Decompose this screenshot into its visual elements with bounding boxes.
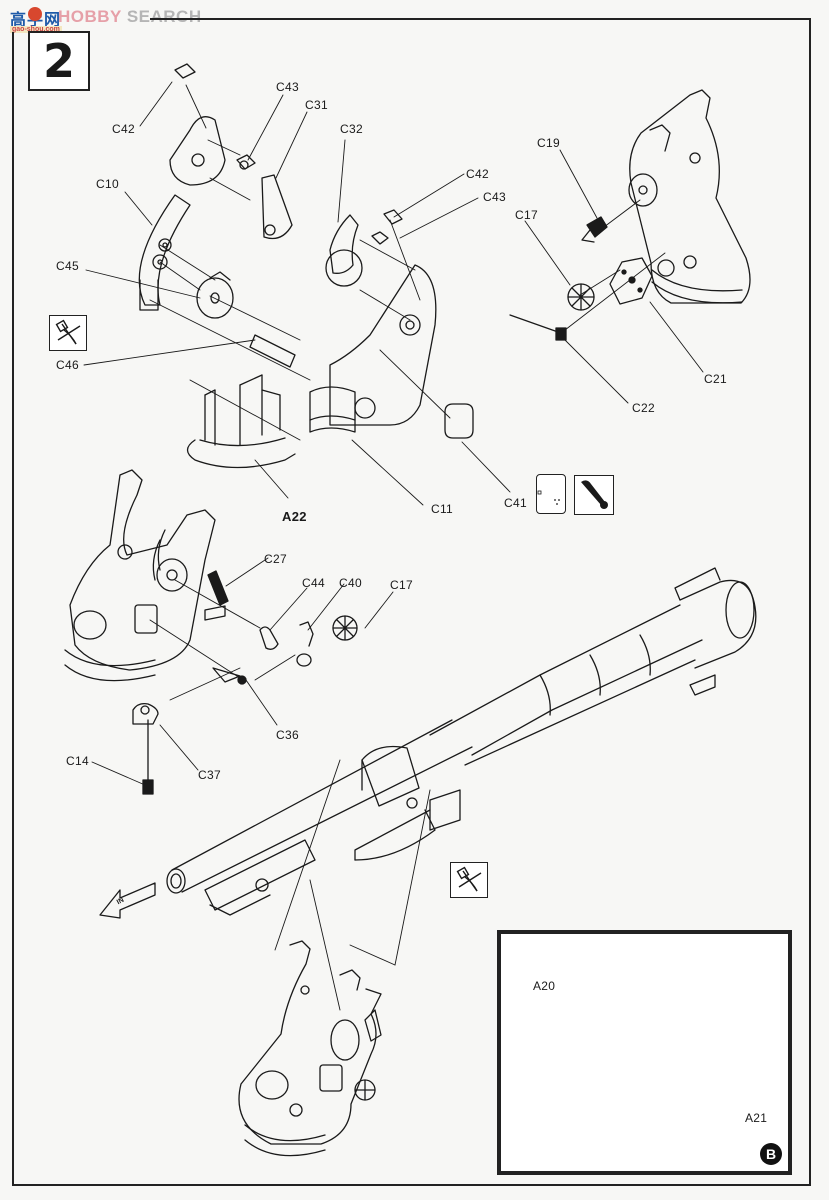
label-c22: C22 — [632, 401, 655, 415]
label-c45: C45 — [56, 259, 79, 273]
frame-top — [150, 18, 811, 20]
label-c17-mid: C17 — [390, 578, 413, 592]
label-c31: C31 — [305, 98, 328, 112]
label-c27: C27 — [264, 552, 287, 566]
assembled-mount-bottom — [238, 940, 382, 1157]
label-c14: C14 — [66, 754, 89, 768]
leader-lines — [83, 81, 704, 791]
label-c17-top: C17 — [515, 208, 538, 222]
inset-panel-b: A20 A21 B — [497, 930, 792, 1175]
frame-left — [12, 32, 14, 1186]
step-number: 2 — [42, 34, 75, 88]
assembly-guide-lines — [274, 759, 431, 1011]
label-c11: C11 — [431, 502, 454, 516]
label-a20: A20 — [533, 979, 556, 993]
label-a22: A22 — [282, 509, 307, 524]
label-c41: C41 — [504, 496, 527, 510]
traverse-parts — [132, 570, 358, 795]
label-c43-mid: C43 — [483, 190, 506, 204]
label-c21: C21 — [704, 372, 727, 386]
watermark-url: gao-shou.com — [10, 26, 62, 33]
c41-shape-icon — [536, 474, 566, 514]
step-number-box: 2 — [28, 31, 90, 91]
label-c43-top: C43 — [276, 80, 299, 94]
no-glue-icon — [49, 315, 87, 351]
watermark-english: HOBBY SEARCH — [58, 7, 202, 27]
assembled-yoke-mid-left — [64, 469, 216, 682]
base-a22 — [186, 374, 296, 469]
label-c32: C32 — [340, 122, 363, 136]
housing-c11-parts — [309, 209, 474, 439]
label-c40: C40 — [339, 576, 362, 590]
watermark-prefix: HOBBY — [58, 7, 122, 26]
watermark-logo-icon — [28, 7, 42, 21]
elevation-gear-parts — [509, 216, 653, 341]
label-c42-mid: C42 — [466, 167, 489, 181]
label-c42-top: C42 — [112, 122, 135, 136]
yoke-c10-parts — [138, 63, 296, 368]
direction-arrow-in-icon — [99, 882, 156, 919]
paint-dot-icon — [574, 475, 614, 515]
label-c37: C37 — [198, 768, 221, 782]
inset-badge-b: B — [760, 1143, 782, 1165]
label-c10: C10 — [96, 177, 119, 191]
label-c19: C19 — [537, 136, 560, 150]
watermark: 高手网 HOBBY SEARCH gao-shou.com — [2, 2, 202, 33]
gun-barrel — [166, 567, 757, 916]
label-a21: A21 — [745, 1111, 768, 1125]
label-c44: C44 — [302, 576, 325, 590]
label-c36: C36 — [276, 728, 299, 742]
frame-right — [809, 18, 811, 1186]
label-c46: C46 — [56, 358, 79, 372]
no-glue-icon — [450, 862, 488, 898]
watermark-suffix: SEARCH — [121, 7, 202, 26]
frame-bottom — [12, 1184, 811, 1186]
assembled-yoke-top-right — [628, 89, 751, 304]
